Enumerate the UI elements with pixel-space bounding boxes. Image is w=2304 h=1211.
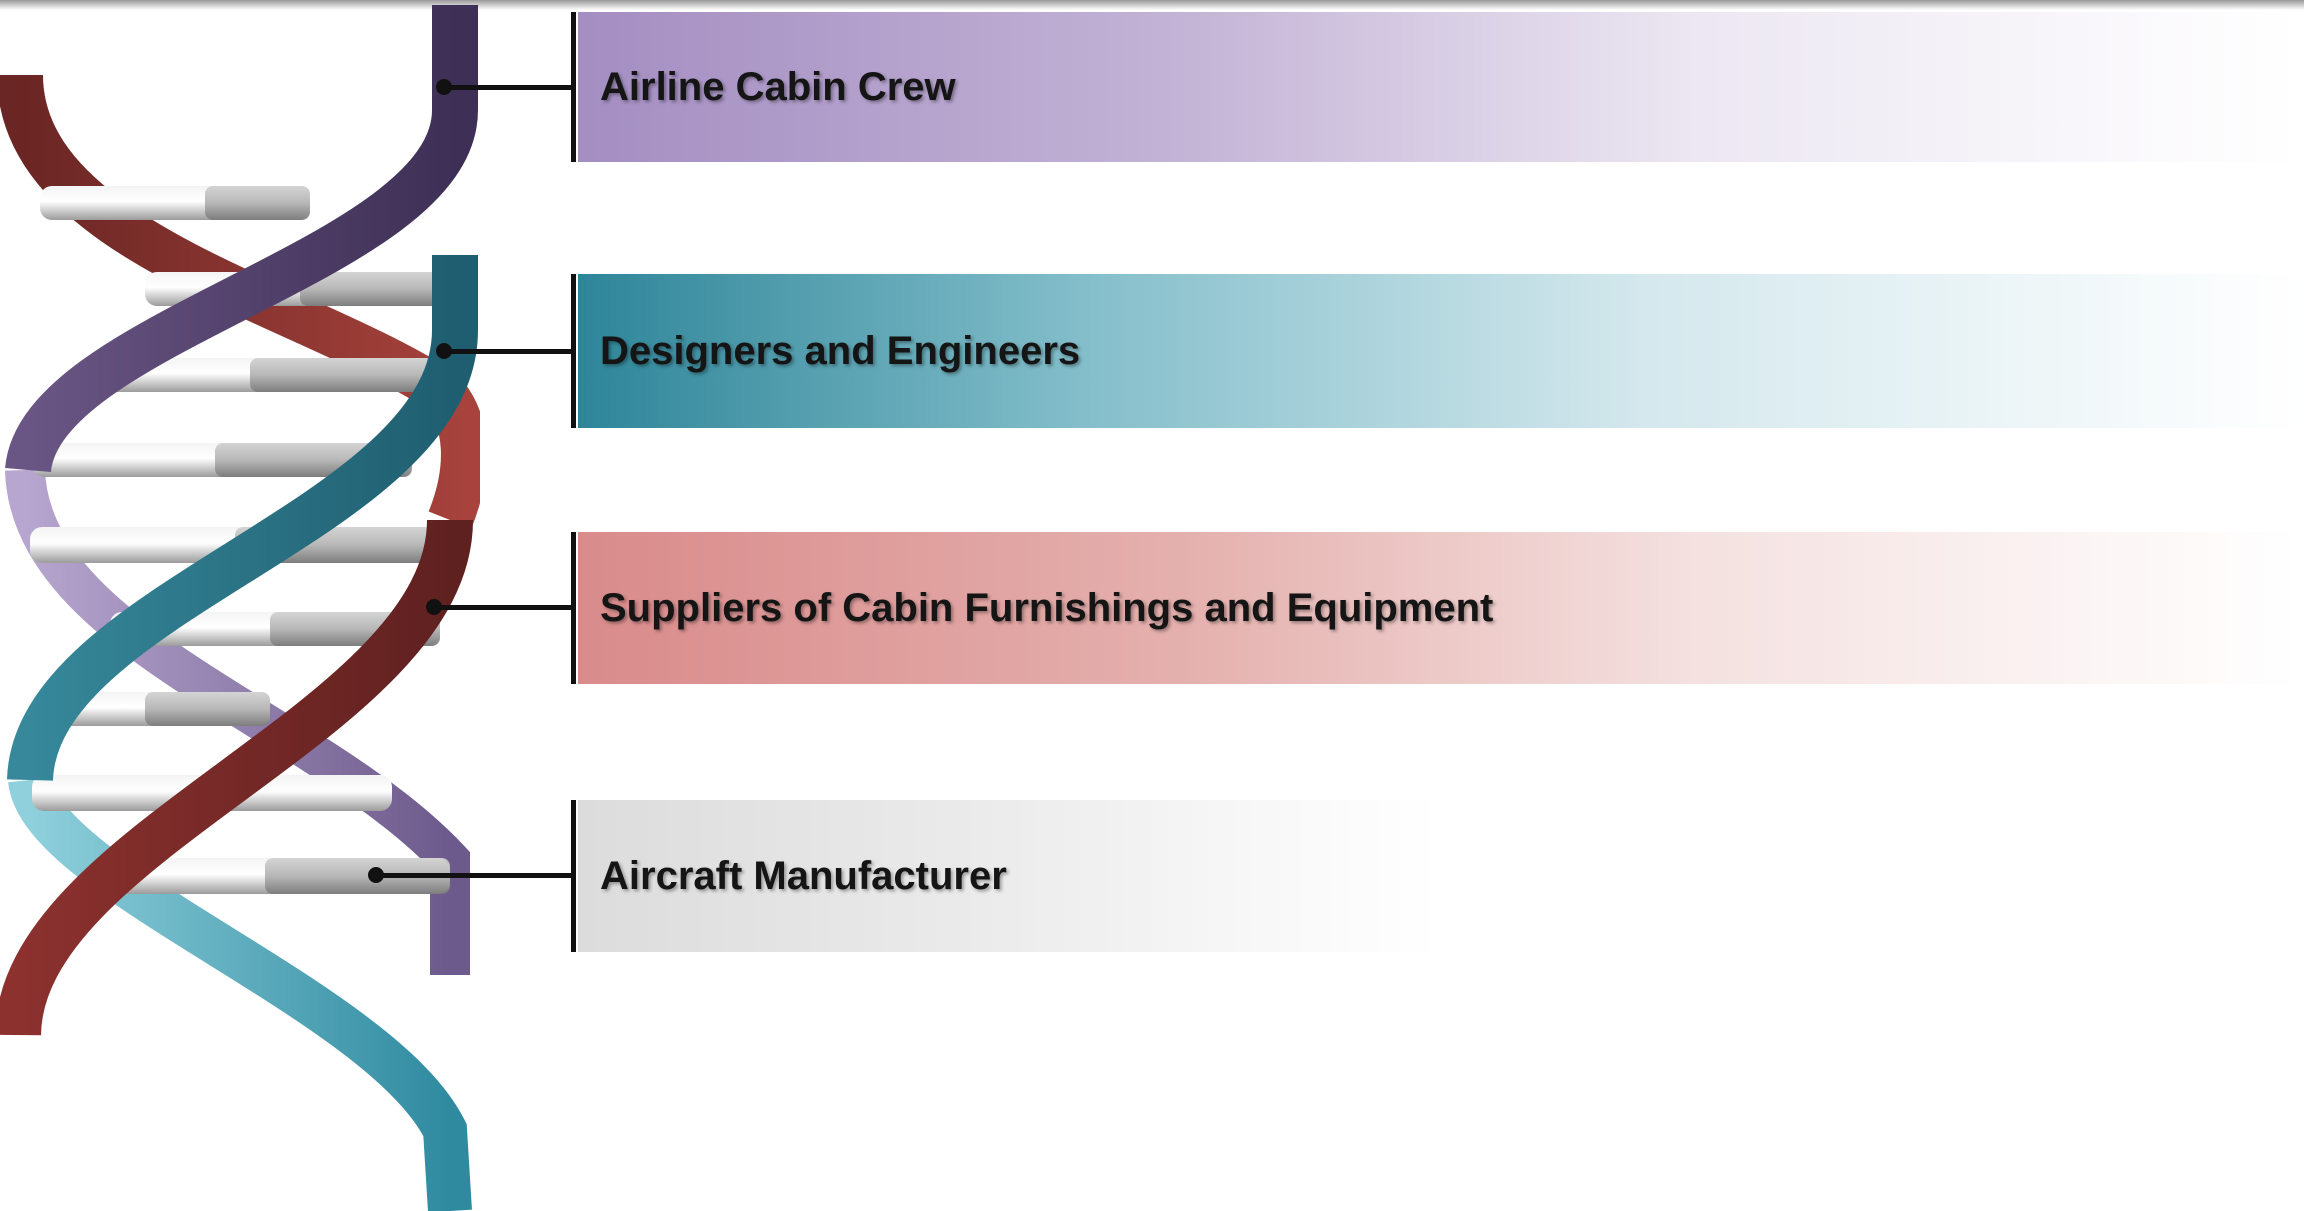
connector-2: [444, 349, 572, 354]
band-label-designers-engineers: Designers and Engineers: [600, 328, 1081, 373]
bracket-2: [571, 274, 576, 428]
connector-1: [444, 85, 572, 90]
red-strand-back: [0, 73, 480, 529]
connector-dot-2: [436, 343, 452, 359]
band-label-suppliers: Suppliers of Cabin Furnishings and Equip…: [600, 585, 1494, 630]
connector-dot-4: [368, 867, 384, 883]
connector-3: [434, 605, 572, 610]
band-designers-engineers: Designers and Engineers: [578, 274, 2298, 428]
teal-strand-front: [7, 255, 478, 782]
bracket-1: [571, 12, 576, 162]
band-airline-cabin-crew: Airline Cabin Crew: [578, 12, 2298, 162]
purple-strand-front: [5, 5, 478, 475]
bracket-3: [571, 532, 576, 684]
band-aircraft-manufacturer: Aircraft Manufacturer: [578, 800, 2298, 952]
connector-dot-1: [436, 79, 452, 95]
red-strand-front: [0, 518, 473, 1037]
connector-dot-3: [426, 599, 442, 615]
connector-4: [378, 873, 572, 878]
dna-helix-graphic: [0, 5, 480, 1211]
band-suppliers: Suppliers of Cabin Furnishings and Equip…: [578, 532, 2298, 684]
top-rule: [0, 0, 2304, 10]
band-label-aircraft-manufacturer: Aircraft Manufacturer: [600, 853, 1007, 898]
band-label-airline-cabin-crew: Airline Cabin Crew: [600, 64, 956, 109]
bracket-4: [571, 800, 576, 952]
teal-strand-back: [8, 775, 472, 1211]
